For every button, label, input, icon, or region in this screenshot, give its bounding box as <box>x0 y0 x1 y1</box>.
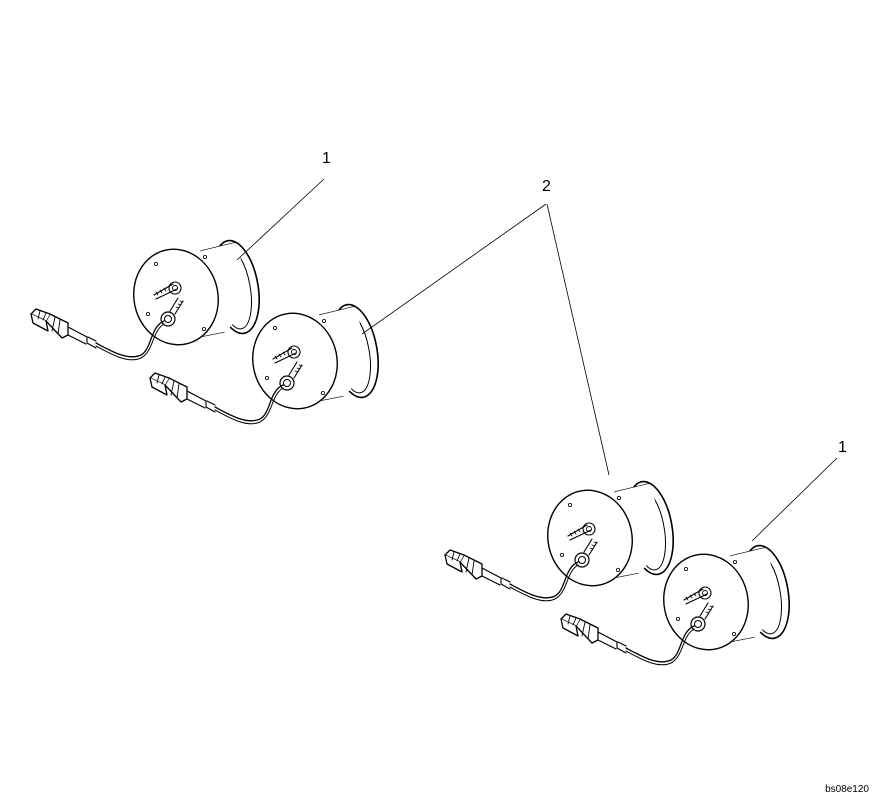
leader-line-1-lower <box>752 458 837 541</box>
leader-lines <box>237 179 837 541</box>
leader-line-2-to-lower <box>547 204 609 475</box>
callout-1-upper: 1 <box>322 150 331 167</box>
callout-1-lower: 1 <box>838 439 847 456</box>
leader-line-2-to-upper <box>362 204 546 334</box>
gauge-lower-right-rear <box>444 477 681 602</box>
leader-line-1-upper <box>237 179 324 260</box>
gauge-upper-left-rear <box>30 236 267 361</box>
callout-2: 2 <box>542 178 551 195</box>
figure-reference-code: bs08e120 <box>825 784 869 795</box>
